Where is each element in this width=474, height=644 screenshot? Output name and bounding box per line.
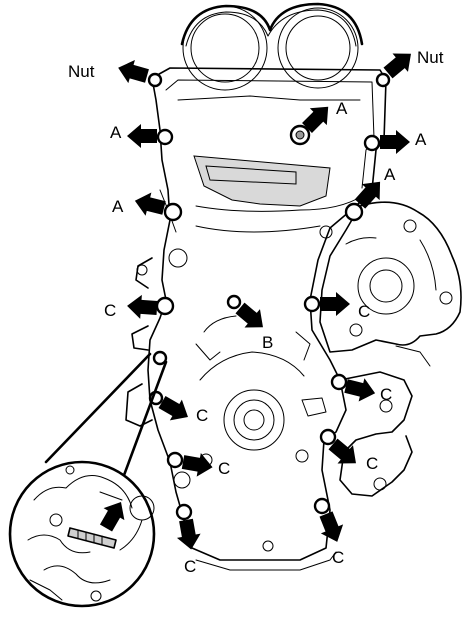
bolt-c-left-3	[166, 451, 184, 469]
label-a4: A	[112, 197, 124, 216]
label-nut-left: Nut	[68, 62, 95, 81]
label-c1: C	[104, 301, 116, 320]
arrow-nut-right	[383, 53, 411, 79]
label-b: B	[262, 333, 273, 352]
label-c4: C	[380, 385, 392, 404]
label-group: Nut Nut A A A A A B C C C C C C C C	[68, 48, 444, 576]
arrow-c-left-4	[176, 518, 201, 550]
crankshaft-seal	[168, 225, 333, 552]
label-nut-right: Nut	[417, 48, 444, 67]
bolt-c-right-3	[319, 428, 337, 446]
bolt-c-left-4	[175, 503, 193, 521]
arrow-a-mid-left	[134, 192, 166, 216]
arrow-c-right-2	[344, 378, 376, 402]
bolt-b	[226, 294, 242, 310]
label-c6: C	[366, 454, 378, 473]
bolt-c-left-1	[155, 296, 175, 316]
label-c2: C	[358, 302, 370, 321]
timing-chain-assembly	[180, 2, 364, 91]
label-a1: A	[110, 123, 122, 142]
label-a2: A	[336, 99, 348, 118]
water-pump-area	[319, 201, 462, 497]
label-a5: A	[384, 165, 396, 184]
arrow-c-right-4	[319, 511, 344, 542]
arrow-c-right-1	[320, 292, 350, 316]
label-c7: C	[184, 557, 196, 576]
bolt-c-right-4	[313, 497, 331, 515]
label-a3: A	[415, 130, 427, 149]
nut-left-bolt	[147, 72, 163, 88]
label-c8: C	[332, 548, 344, 567]
arrow-group	[99, 53, 411, 550]
arrow-nut-left	[118, 60, 149, 84]
arrow-inset-stud	[99, 502, 125, 532]
nut-right-bolt	[375, 72, 391, 88]
arrow-a-upper-right	[380, 130, 410, 154]
label-c3: C	[196, 406, 208, 425]
arrow-c-right-3	[328, 438, 356, 464]
bolt-c-right-2	[330, 373, 348, 391]
label-c5: C	[218, 459, 230, 478]
bolt-a-mid-left	[163, 202, 183, 222]
bolt-a-upper-left	[156, 128, 174, 146]
bolt-c-stud	[152, 350, 168, 366]
arrow-a-mid-right	[354, 181, 381, 209]
timing-cover-outline	[147, 67, 387, 571]
arrow-c-left-3	[181, 452, 213, 477]
cover-rib-panel	[193, 155, 363, 233]
arrow-a-top-center	[302, 106, 329, 133]
bolt-a-upper-right	[363, 134, 381, 152]
bolt-c-right-1	[303, 295, 321, 313]
zoom-inset	[8, 352, 168, 608]
arrow-a-upper-left	[127, 124, 157, 148]
bolt-a-mid-right	[344, 202, 364, 222]
arrow-c-left-2	[158, 395, 188, 421]
arrow-b	[235, 302, 263, 328]
arrow-c-left-1	[127, 294, 158, 319]
